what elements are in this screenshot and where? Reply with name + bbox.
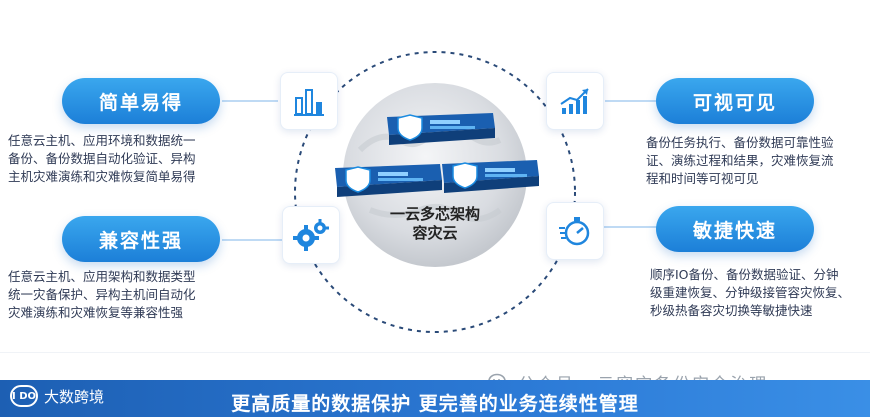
agile-description: 顺序IO备份、备份数据验证、分钟 级重建恢复、分钟级接管容灾恢复、 秒级热备容灾…	[650, 266, 850, 320]
brand-logo: I DO 大数跨境	[10, 385, 104, 407]
bottom-bar	[0, 380, 870, 417]
center-title: 一云多芯架构 容灾云	[370, 205, 500, 243]
visible-pill: 可视可见	[656, 78, 814, 124]
gears-icon	[293, 219, 329, 251]
brand-mark-icon: I DO	[10, 385, 38, 407]
agile-line-3: 秒级热备容灾切换等敏捷快速	[650, 303, 813, 318]
visible-line-1: 备份任务执行、备份数据可靠性验	[646, 135, 834, 150]
visible-description: 备份任务执行、备份数据可靠性验 证、演练过程和结果，灾难恢复流 程和时间等可视可…	[646, 134, 834, 188]
bottom-slogan: 更高质量的数据保护 更完善的业务连续性管理	[231, 393, 639, 415]
gears-icon-box	[282, 206, 340, 264]
simple-description: 任意云主机、应用环境和数据统一 备份、备份数据自动化验证、异构 主机灾难演练和灾…	[8, 132, 196, 186]
simple-line-1: 任意云主机、应用环境和数据统一	[8, 133, 196, 148]
bar-chart-icon	[294, 89, 324, 116]
agile-line-1: 顺序IO备份、备份数据验证、分钟	[650, 267, 839, 282]
center-line1: 一云多芯架构	[389, 205, 480, 223]
visible-line-2: 证、演练过程和结果，灾难恢复流	[646, 153, 834, 168]
brand-name: 大数跨境	[44, 387, 105, 406]
divider	[0, 352, 870, 353]
compat-line-2: 统一灾备保护、异构主机间自动化	[8, 287, 196, 302]
stopwatch-icon	[559, 217, 590, 246]
bar-chart-icon-box	[280, 72, 338, 130]
agile-line-2: 级重建恢复、分钟级接管容灾恢复、	[650, 285, 851, 300]
simple-line-2: 备份、备份数据自动化验证、异构	[8, 151, 196, 166]
server-appliance-icon	[335, 113, 539, 197]
trend-chart-icon-box	[546, 72, 604, 130]
compat-line-1: 任意云主机、应用架构和数据类型	[8, 269, 196, 284]
simple-line-3: 主机灾难演练和灾难恢复简单易得	[8, 169, 196, 184]
compat-description: 任意云主机、应用架构和数据类型 统一灾备保护、异构主机间自动化 灾难演练和灾难恢…	[8, 268, 196, 322]
compat-line-3: 灾难演练和灾难恢复等兼容性强	[8, 305, 184, 320]
compat-pill: 兼容性强	[62, 216, 220, 262]
agile-pill: 敏捷快速	[656, 206, 814, 252]
simple-pill: 简单易得	[62, 78, 220, 124]
trend-chart-icon	[560, 88, 589, 114]
center-line2: 容灾云	[412, 224, 458, 242]
stopwatch-icon-box	[546, 202, 604, 260]
visible-line-3: 程和时间等可视可见	[646, 171, 759, 186]
